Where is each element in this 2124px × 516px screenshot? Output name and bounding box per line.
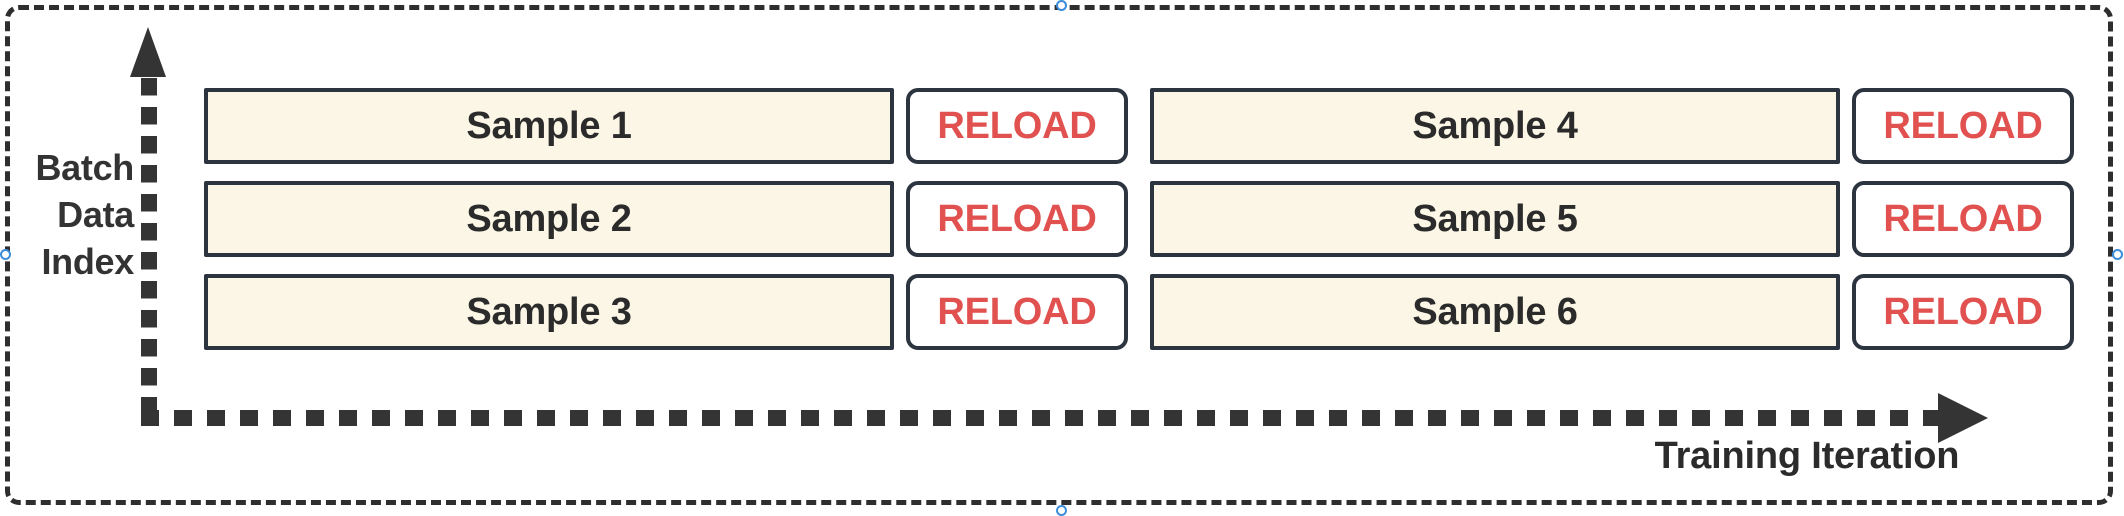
selection-handle-left[interactable] <box>0 249 11 260</box>
reload-box[interactable]: RELOAD <box>906 274 1128 350</box>
sample-box[interactable]: Sample 3 <box>204 274 894 350</box>
y-axis-label-line-1: Batch <box>35 147 134 188</box>
y-axis-arrow-icon <box>130 27 166 77</box>
timeline-grid: Sample 1 RELOAD Sample 4 RELOAD Sample 2… <box>204 88 2074 350</box>
y-axis-dotted-line <box>141 78 157 426</box>
selection-handle-bottom[interactable] <box>1056 505 1067 516</box>
selection-handle-top[interactable] <box>1056 0 1067 11</box>
reload-box[interactable]: RELOAD <box>1852 274 2074 350</box>
reload-box[interactable]: RELOAD <box>1852 88 2074 164</box>
selection-frame[interactable] <box>5 5 2113 505</box>
x-axis-dotted-line <box>141 410 1941 426</box>
sample-box[interactable]: Sample 1 <box>204 88 894 164</box>
sample-box[interactable]: Sample 2 <box>204 181 894 257</box>
x-axis-arrow-icon <box>1938 393 1988 443</box>
sample-box[interactable]: Sample 5 <box>1150 181 1840 257</box>
timeline-row: Sample 1 RELOAD Sample 4 RELOAD <box>204 88 2074 164</box>
sample-box[interactable]: Sample 4 <box>1150 88 1840 164</box>
y-axis-label-line-3: Index <box>41 241 134 282</box>
reload-box[interactable]: RELOAD <box>1852 181 2074 257</box>
selection-handle-right[interactable] <box>2112 249 2123 260</box>
reload-box[interactable]: RELOAD <box>906 181 1128 257</box>
reload-box[interactable]: RELOAD <box>906 88 1128 164</box>
y-axis-label-line-2: Data <box>57 194 134 235</box>
timeline-row: Sample 2 RELOAD Sample 5 RELOAD <box>204 181 2074 257</box>
y-axis-label: Batch Data Index <box>0 144 134 285</box>
timeline-row: Sample 3 RELOAD Sample 6 RELOAD <box>204 274 2074 350</box>
sample-box[interactable]: Sample 6 <box>1150 274 1840 350</box>
x-axis-label: Training Iteration <box>1654 435 1960 477</box>
